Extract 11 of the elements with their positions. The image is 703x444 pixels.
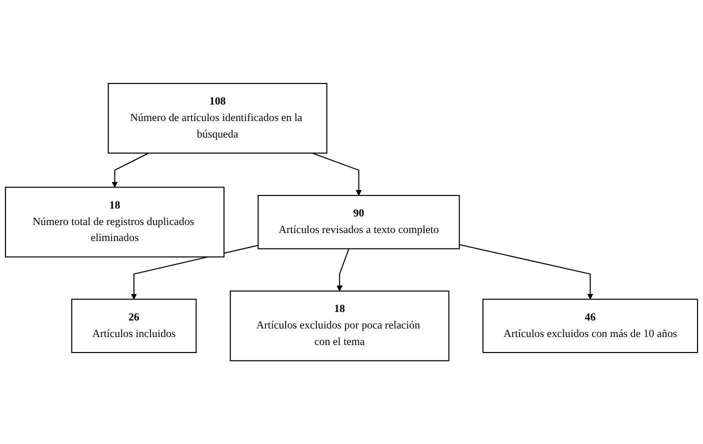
node-box: 90 Artículos revisados a texto completo (258, 194, 460, 250)
arrow (312, 152, 362, 196)
node-box: 46 Artículos excluidos con más de 10 años (482, 298, 698, 353)
arrow (112, 152, 149, 188)
node-box: 26 Artículos incluidos (71, 298, 197, 353)
node-box: 18 Artículos excluidos por poca relación con el tema (230, 290, 450, 362)
node-box: 18 Número total de registros duplicados eliminados (4, 186, 225, 258)
arrow (459, 244, 594, 300)
node-box: 108 Número de artículos identificados en la búsqueda (108, 82, 328, 154)
arrow (130, 244, 258, 300)
arrow (336, 248, 350, 292)
